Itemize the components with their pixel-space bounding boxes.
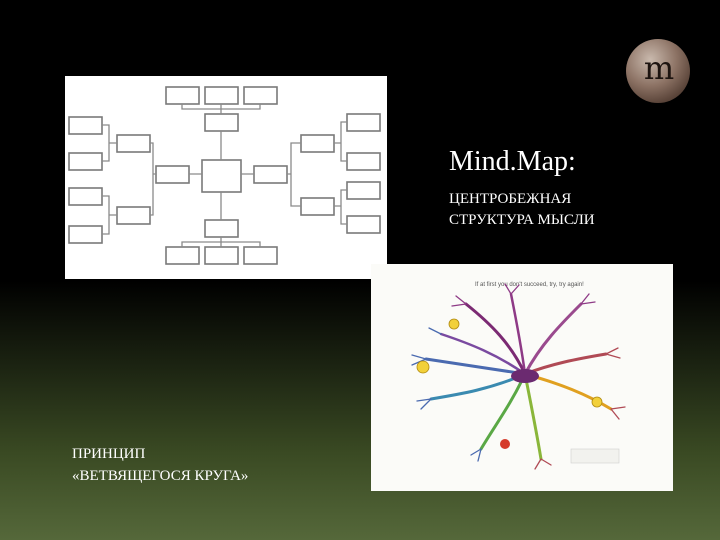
slide-subtitle: ЦЕНТРОБЕЖНАЯ СТРУКТУРА МЫСЛИ — [449, 189, 679, 231]
mind-map-caption: If at first you don't succeed, try, try … — [475, 282, 584, 288]
mind-map-example-image: If at first you don't succeed, try, try … — [371, 264, 673, 491]
principle-caption: ПРИНЦИП «ВЕТВЯЩЕГОСЯ КРУГА» — [72, 443, 352, 487]
template-diagram — [68, 86, 381, 265]
principle-line-2: «ВЕТВЯЩЕГОСЯ КРУГА» — [72, 468, 249, 484]
logo-badge: m — [626, 39, 690, 103]
logo-text: m — [643, 49, 674, 87]
mind-map-template-image — [65, 76, 387, 279]
subtitle-line-1: ЦЕНТРОБЕЖНАЯ — [449, 191, 572, 207]
mind-map-illustration: If at first you don't succeed, try, try … — [411, 282, 626, 470]
subtitle-line-2: СТРУКТУРА МЫСЛИ — [449, 212, 595, 228]
slide-title: Mind.Map: — [449, 146, 576, 177]
principle-line-1: ПРИНЦИП — [72, 446, 146, 462]
